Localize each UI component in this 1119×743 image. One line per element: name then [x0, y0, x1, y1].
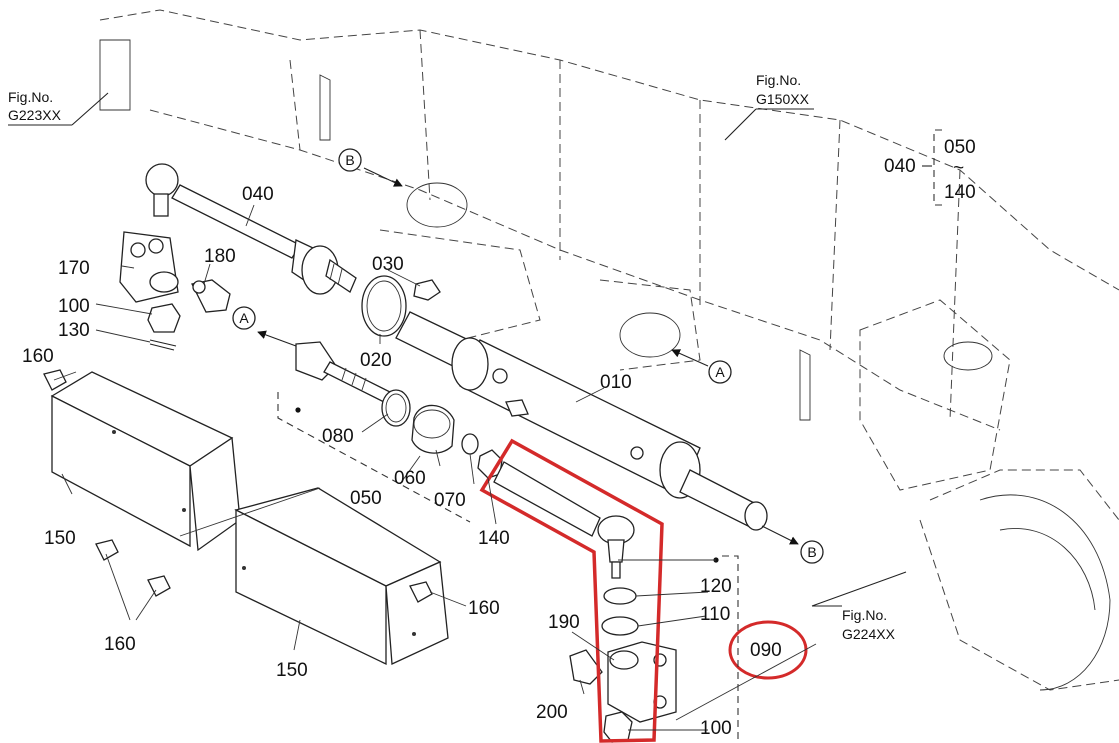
part-snap-ring-020 [361, 275, 407, 337]
label-020: 020 [360, 350, 392, 371]
part-cover-150-right [234, 487, 449, 666]
group-bracket-050 [277, 392, 471, 523]
label-160-top: 160 [22, 346, 54, 367]
label-150-left: 150 [44, 528, 76, 549]
part-nut-100 [147, 303, 181, 333]
fig-ref-g224xx: Fig.No. G224XX [811, 571, 907, 642]
part-seal-110 [601, 616, 639, 636]
label-070: 070 [434, 490, 466, 511]
highlight-circle-090 [728, 620, 808, 680]
label-010: 010 [600, 372, 632, 393]
label-110: 110 [700, 604, 730, 625]
part-tie-rod-090 [493, 461, 677, 743]
group-bracket-090 [722, 555, 739, 743]
marker-a-right: A [671, 349, 732, 384]
label-120: 120 [700, 576, 732, 597]
fig-ref-g150xx: Fig.No. G150XX [724, 72, 814, 141]
marker-a-upper: A [232, 306, 297, 347]
part-o-ring-080 [381, 389, 411, 427]
label-090: 090 [750, 640, 782, 661]
label-190: 190 [548, 612, 580, 633]
part-bolt-030 [413, 279, 441, 301]
fig-ref-code: G223XX [8, 107, 62, 123]
part-cylinder-010 [395, 311, 768, 531]
fig-ref-line1: Fig.No. [756, 72, 801, 88]
part-cotter-pin-130 [149, 339, 177, 351]
label-150-right: 150 [276, 660, 308, 681]
range-parent: 040 [884, 156, 916, 177]
part-labels: 040 030 180 170 100 130 020 010 160 080 … [22, 184, 782, 739]
label-100-lower: 100 [700, 718, 732, 739]
label-080: 080 [322, 426, 354, 447]
part-nut-100-lower [603, 711, 633, 743]
range-to: 140 [944, 182, 976, 203]
part-clip-070 [461, 433, 479, 455]
fig-ref-code: G224XX [842, 626, 896, 642]
range-tilde: ~ [953, 158, 964, 179]
label-060: 060 [394, 468, 426, 489]
highlight-outline [479, 438, 664, 743]
part-bolts-160 [43, 369, 433, 603]
fig-ref-code: G150XX [756, 91, 810, 107]
part-o-ring-120 [603, 587, 637, 605]
marker-a-text: A [239, 310, 249, 326]
label-200: 200 [536, 702, 568, 723]
marker-b-right: B [761, 525, 824, 564]
label-030: 030 [372, 254, 404, 275]
fig-ref-line1: Fig.No. [8, 89, 53, 105]
range-from: 050 [944, 137, 976, 158]
label-050: 050 [350, 488, 382, 509]
axle-housing-outline [99, 9, 1119, 691]
part-tie-rod-end-lower [295, 341, 391, 403]
label-180: 180 [204, 246, 236, 267]
label-100-upper: 100 [58, 296, 90, 317]
part-bolt-200 [569, 649, 603, 685]
marker-a-text: A [715, 364, 725, 380]
fig-ref-g223xx: Fig.No. G223XX [8, 89, 109, 126]
range-note: 040 050 ~ 140 [884, 129, 976, 206]
part-tie-rod-040 [145, 163, 357, 295]
marker-b-text: B [807, 544, 816, 560]
label-140: 140 [478, 528, 510, 549]
marker-b-text: B [345, 152, 354, 168]
label-160-bottom: 160 [104, 634, 136, 655]
part-knuckle-arm-170 [119, 231, 179, 303]
fig-ref-line1: Fig.No. [842, 607, 887, 623]
label-170: 170 [58, 258, 90, 279]
part-cover-150-left [50, 371, 241, 552]
label-160-right: 160 [468, 598, 500, 619]
part-bolt-180 [191, 279, 231, 313]
leader-lines [53, 204, 817, 731]
part-boot-060 [411, 404, 455, 454]
label-040: 040 [242, 184, 274, 205]
marker-b-upper: B [338, 148, 403, 187]
label-130: 130 [58, 320, 90, 341]
